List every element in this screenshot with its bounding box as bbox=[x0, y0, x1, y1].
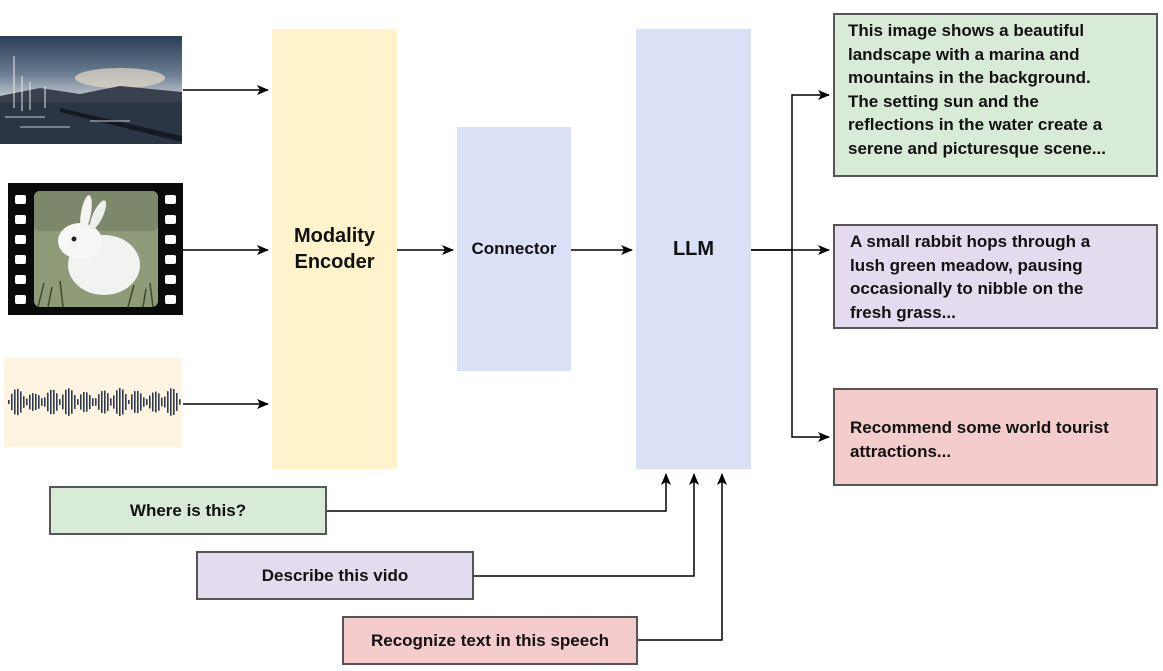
connector-block: Connector bbox=[457, 127, 571, 371]
connector-label: Connector bbox=[471, 239, 557, 258]
waveform-bar bbox=[143, 397, 145, 407]
output-line: A small rabbit hops through a bbox=[850, 232, 1091, 251]
output-line: serene and picturesque scene... bbox=[848, 138, 1106, 158]
waveform-bar bbox=[17, 388, 19, 416]
waveform-bar bbox=[8, 400, 10, 404]
waveform-bar bbox=[125, 394, 127, 410]
waveform-bar bbox=[20, 391, 22, 413]
output-line: mountains in the background. bbox=[848, 68, 1091, 87]
waveform-bar bbox=[173, 388, 175, 416]
waveform-bar bbox=[95, 398, 97, 406]
waveform-bar bbox=[74, 395, 76, 409]
waveform-bar bbox=[89, 394, 91, 410]
video-description-output: A small rabbit hops through a lush green… bbox=[833, 224, 1158, 329]
output-line: landscape with a marina and bbox=[848, 44, 1080, 64]
waveform-bar bbox=[167, 391, 169, 413]
waveform-bar bbox=[119, 388, 121, 416]
waveform-bar bbox=[41, 398, 43, 406]
waveform-bar bbox=[83, 391, 85, 413]
waveform-bar bbox=[176, 393, 178, 411]
waveform-bar bbox=[35, 393, 37, 411]
waveform-icon bbox=[4, 358, 182, 447]
waveform-bar bbox=[104, 390, 106, 414]
output-line: occasionally to nibble on the bbox=[850, 279, 1084, 298]
llm-label: LLM bbox=[672, 237, 715, 260]
waveform-bar bbox=[164, 396, 166, 408]
waveform-bar bbox=[131, 394, 133, 410]
waveform-bar bbox=[86, 392, 88, 412]
waveform-bar bbox=[77, 399, 79, 405]
prompt-label: Where is this? bbox=[129, 500, 247, 520]
modality-encoder-block: Modality Encoder bbox=[272, 29, 397, 469]
output-line: This image shows a beautiful bbox=[848, 21, 1085, 40]
waveform-bar bbox=[92, 398, 94, 406]
waveform-bar bbox=[38, 395, 40, 409]
output-line: fresh grass... bbox=[850, 302, 956, 322]
waveform-bar bbox=[158, 393, 160, 411]
output-line: reflections in the water create a bbox=[848, 115, 1103, 134]
waveform-bar bbox=[98, 394, 100, 410]
speech-recognition-output: Recommend some world tourist attractions… bbox=[833, 388, 1158, 486]
prompt-describe-video: Describe this vido bbox=[196, 551, 474, 600]
prompt-label: Recognize text in this speech bbox=[370, 630, 610, 650]
waveform-bar bbox=[44, 397, 46, 407]
marina-image-input bbox=[0, 36, 182, 144]
output-line: Recommend some world tourist bbox=[850, 418, 1109, 437]
waveform-bar bbox=[47, 392, 49, 412]
waveform-bar bbox=[116, 390, 118, 414]
waveform-bar bbox=[152, 392, 154, 412]
waveform-bar bbox=[140, 393, 142, 411]
prompt-label: Describe this vido bbox=[261, 565, 409, 585]
waveform-bar bbox=[101, 391, 103, 413]
prompt-recognize-speech: Recognize text in this speech bbox=[342, 616, 638, 665]
prompt-where-is-this: Where is this? bbox=[49, 486, 327, 535]
output-line: The setting sun and the bbox=[848, 91, 1039, 111]
waveform-bar bbox=[128, 399, 130, 405]
waveform-bar bbox=[113, 395, 115, 409]
marina-photo-icon bbox=[0, 36, 182, 144]
waveform-bar bbox=[23, 396, 25, 408]
waveform-bar bbox=[32, 393, 34, 411]
waveform-bar bbox=[56, 393, 58, 411]
llm-to-output-3-arrow bbox=[791, 250, 830, 442]
waveform-bar bbox=[29, 394, 31, 410]
waveform-bar bbox=[65, 389, 67, 415]
rabbit-icon bbox=[58, 195, 140, 295]
waveform-bar bbox=[59, 399, 61, 405]
waveform-bar bbox=[137, 390, 139, 414]
waveform-bar bbox=[11, 393, 13, 411]
waveform-bar bbox=[107, 393, 109, 411]
waveform-bar bbox=[146, 398, 148, 406]
waveform-bar bbox=[122, 389, 124, 415]
prompt-2-to-llm-arrow bbox=[474, 473, 699, 577]
waveform-bar bbox=[179, 399, 181, 405]
prompt-3-to-llm-arrow bbox=[638, 473, 727, 641]
encoder-label-line-2: Encoder bbox=[294, 251, 375, 273]
waveform-bar bbox=[149, 395, 151, 409]
film-strip-icon bbox=[8, 183, 183, 315]
llm-block: LLM bbox=[636, 29, 751, 469]
waveform-bar bbox=[68, 388, 70, 416]
waveform-bar bbox=[80, 394, 82, 410]
rabbit-video-input bbox=[8, 183, 183, 315]
waveform-bar bbox=[26, 398, 28, 406]
waveform-bar bbox=[71, 390, 73, 414]
prompt-1-to-llm-arrow bbox=[327, 473, 671, 512]
waveform-bar bbox=[170, 388, 172, 416]
image-description-output: This image shows a beautiful landscape w… bbox=[833, 13, 1158, 177]
waveform-bar bbox=[110, 398, 112, 406]
waveform-bar bbox=[62, 394, 64, 410]
speech-audio-input bbox=[4, 358, 182, 447]
waveform-bar bbox=[161, 397, 163, 407]
waveform-bar bbox=[155, 391, 157, 413]
waveform-bar bbox=[50, 389, 52, 415]
waveform-bar bbox=[53, 389, 55, 415]
waveform-bar bbox=[14, 389, 16, 415]
encoder-label-line-1: Modality bbox=[293, 225, 376, 247]
output-line: lush green meadow, pausing bbox=[850, 255, 1083, 275]
output-line: attractions... bbox=[850, 441, 952, 461]
llm-to-output-1-arrow bbox=[751, 90, 830, 251]
waveform-bar bbox=[134, 391, 136, 413]
